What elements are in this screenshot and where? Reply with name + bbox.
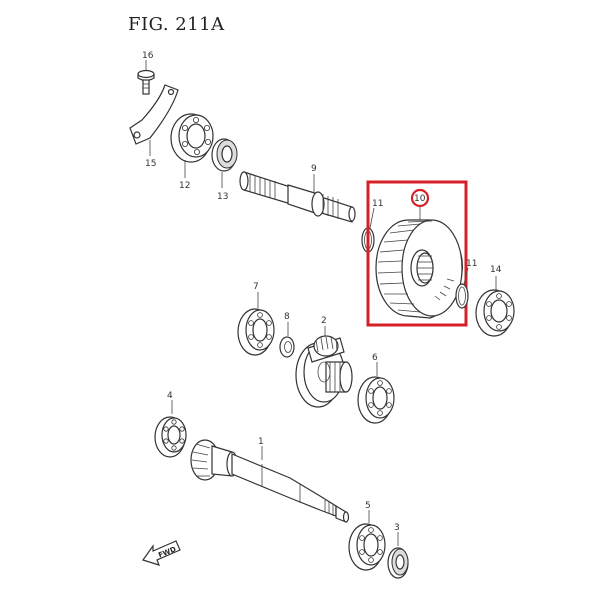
part-5-bearing[interactable] xyxy=(348,523,386,571)
highlight-callout-ring xyxy=(410,188,430,208)
part-7-bearing[interactable] xyxy=(237,308,275,356)
part-9-splined-shaft[interactable] xyxy=(239,171,356,223)
part-15-retainer-plate[interactable] xyxy=(129,84,179,145)
callout-16: 16 xyxy=(142,51,154,61)
part-11-circlip-right[interactable] xyxy=(455,283,469,309)
callout-6: 6 xyxy=(372,353,378,363)
callout-11-upper: 11 xyxy=(372,199,383,209)
callout-8: 8 xyxy=(284,312,290,322)
callout-11-right: 11 xyxy=(466,259,477,269)
part-10-driven-gear[interactable] xyxy=(375,219,463,319)
part-14-bearing[interactable] xyxy=(475,289,515,337)
callout-13: 13 xyxy=(217,192,228,202)
callout-15: 15 xyxy=(145,159,156,169)
callout-2: 2 xyxy=(321,316,327,326)
callout-10: 10 xyxy=(414,194,426,204)
callout-9: 9 xyxy=(311,164,317,174)
part-4-bearing[interactable] xyxy=(154,416,187,458)
part-2-counter-gear[interactable] xyxy=(295,335,353,408)
part-12-bearing[interactable] xyxy=(170,113,214,163)
callout-1: 1 xyxy=(258,437,264,447)
part-6-bearing[interactable] xyxy=(357,376,395,424)
fwd-arrow-icon: FWD xyxy=(142,540,181,566)
figure-title: FIG. 211A xyxy=(128,14,225,35)
part-8-washer[interactable] xyxy=(279,336,295,358)
part-13-oil-seal[interactable] xyxy=(211,138,238,172)
callout-12: 12 xyxy=(179,181,190,191)
part-16-screw[interactable] xyxy=(137,69,155,95)
callout-3: 3 xyxy=(394,523,400,533)
callout-7: 7 xyxy=(253,282,259,292)
part-1-final-shaft[interactable] xyxy=(190,439,350,523)
callout-5: 5 xyxy=(365,501,371,511)
part-3-oil-seal[interactable] xyxy=(387,547,409,579)
highlight-box xyxy=(366,180,468,327)
callout-14: 14 xyxy=(490,265,502,275)
callout-4: 4 xyxy=(167,391,173,401)
